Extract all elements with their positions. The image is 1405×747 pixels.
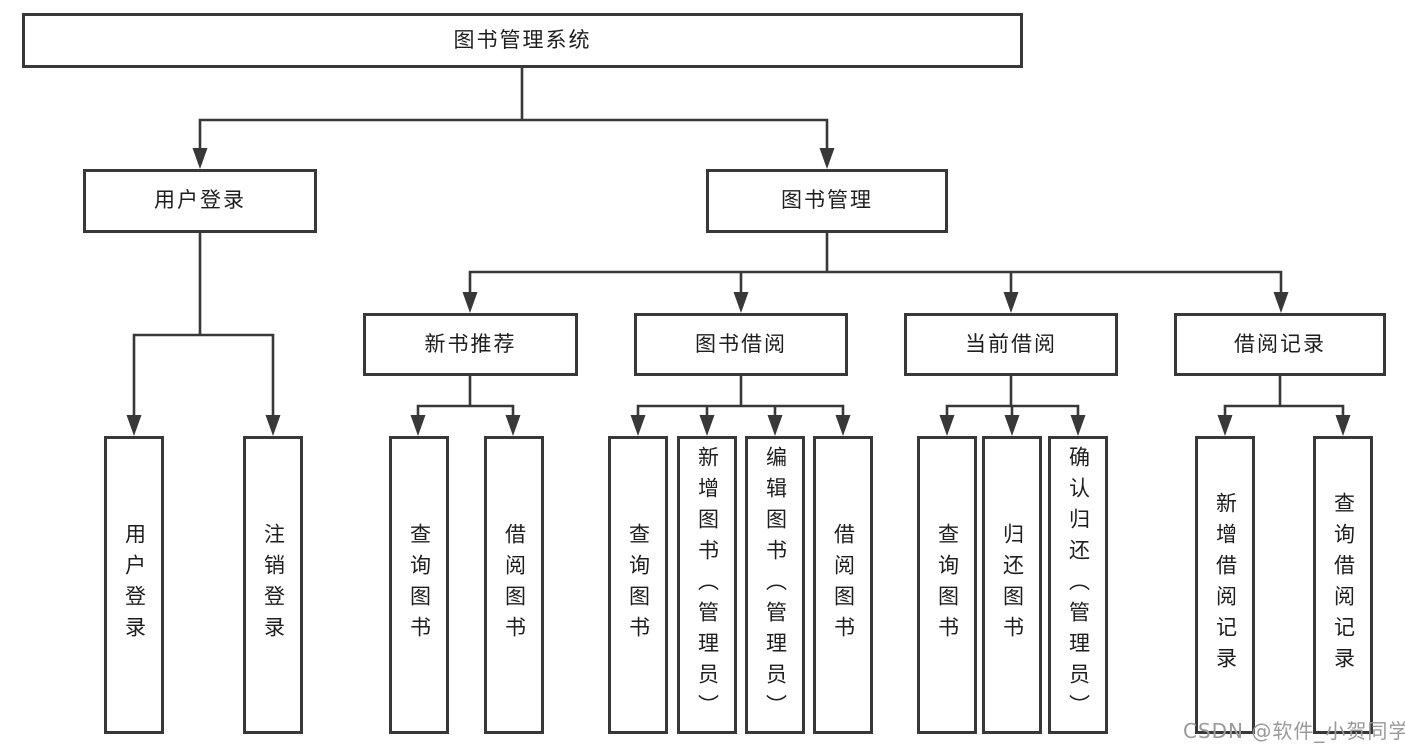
node-leaf-borrow-books-recommend: 借阅图书 <box>484 436 544 734</box>
node-leaf-confirm-return-admin: 确认归还（管理员） <box>1048 436 1108 734</box>
node-new-book-recommend: 新书推荐 <box>363 313 578 376</box>
node-leaf-logout: 注销登录 <box>243 436 303 734</box>
node-book-borrowing: 图书借阅 <box>634 313 848 376</box>
node-user-login: 用户登录 <box>83 169 317 233</box>
node-leaf-query-books-current: 查询图书 <box>917 436 977 734</box>
node-leaf-query-borrow-record: 查询借阅记录 <box>1313 436 1373 734</box>
node-root: 图书管理系统 <box>22 13 1023 68</box>
node-leaf-edit-book-admin: 编辑图书（管理员） <box>745 436 805 734</box>
node-leaf-query-books-borrowing: 查询图书 <box>608 436 668 734</box>
node-leaf-borrow-books: 借阅图书 <box>813 436 873 734</box>
node-leaf-return-book: 归还图书 <box>982 436 1042 734</box>
node-leaf-add-borrow-record: 新增借阅记录 <box>1195 436 1255 734</box>
node-leaf-user-login: 用户登录 <box>104 436 164 734</box>
node-leaf-add-book-admin: 新增图书（管理员） <box>677 436 737 734</box>
node-book-management: 图书管理 <box>706 169 948 233</box>
node-leaf-query-books-recommend: 查询图书 <box>389 436 449 734</box>
node-borrowing-records: 借阅记录 <box>1174 313 1386 376</box>
watermark-text: CSDN @软件_小贺同学 <box>1183 719 1405 743</box>
node-current-borrowing: 当前借阅 <box>904 313 1118 376</box>
